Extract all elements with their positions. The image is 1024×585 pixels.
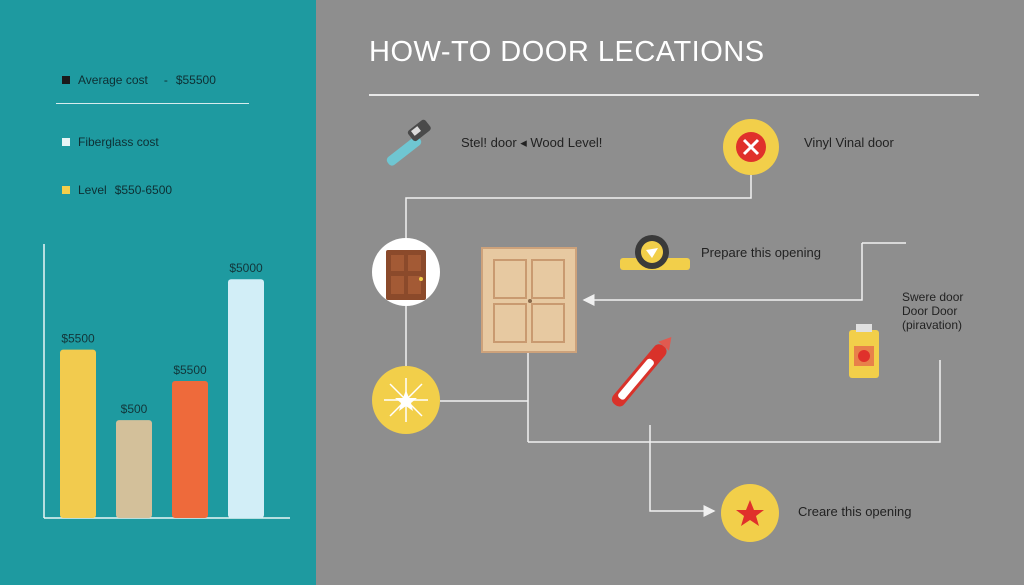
- door-icon: [372, 238, 440, 306]
- hammer-icon: [386, 119, 431, 166]
- legend-value: $55500: [175, 73, 216, 87]
- connector-star: [649, 425, 716, 517]
- label-create: Creare this opening: [798, 504, 912, 519]
- bar-3: [228, 279, 264, 518]
- connector-right-panel: [582, 243, 863, 306]
- close-circle-icon: [723, 119, 779, 175]
- star-icon: [721, 484, 779, 542]
- level-tag-icon: [849, 324, 879, 378]
- door-panel-icon: [481, 247, 577, 353]
- title-divider: [369, 94, 979, 96]
- legend-item-average: Average cost - $55500: [62, 72, 216, 88]
- connector-bottom-right: [528, 360, 941, 443]
- bar-value-label-1: $500: [121, 402, 148, 416]
- page-title: HOW-TO DOOR LECATIONS: [369, 36, 765, 68]
- legend-label: Fiberglass cost: [78, 135, 159, 149]
- label-swere-line2: Door Door: [902, 304, 958, 318]
- legend-sep: -: [163, 73, 168, 87]
- cost-bar-chart: $5500 $500 $5500 $5000: [43, 244, 290, 519]
- legend-label: Level: [78, 183, 107, 197]
- legend-swatch: [62, 76, 70, 84]
- label-swere-line3: (piravation): [902, 318, 963, 332]
- label-swere-line1: Swere door: [902, 290, 964, 304]
- label-swere: Swere door Door Door (piravation): [902, 290, 963, 332]
- bar-value-label-2: $5500: [173, 363, 207, 377]
- bar-0: [60, 349, 96, 518]
- bar-2: [172, 381, 208, 518]
- connectors: [405, 175, 941, 517]
- legend-item-level: Level $550-6500: [62, 182, 172, 198]
- legend-label: Average cost: [78, 73, 148, 87]
- bar-value-label-3: $5000: [229, 261, 263, 275]
- bar-1: [116, 420, 152, 518]
- bar-value-label-0: $5500: [61, 332, 95, 346]
- legend-swatch: [62, 186, 70, 194]
- connector-vinyl-door: [405, 175, 752, 238]
- label-prepare: Prepare this opening: [701, 245, 821, 260]
- legend-divider: [56, 103, 249, 104]
- legend-swatch: [62, 138, 70, 146]
- label-steel-wood: Stel! door ◂ Wood Level!: [461, 135, 603, 150]
- marker-icon: [611, 337, 672, 407]
- sparkle-icon: [372, 366, 440, 434]
- diagram-panel: [316, 0, 1024, 585]
- tape-measure-icon: [620, 235, 690, 270]
- legend-item-fiberglass: Fiberglass cost: [62, 134, 159, 150]
- label-vinyl: Vinyl Vinal door: [804, 135, 894, 150]
- legend-value: $550-6500: [114, 183, 173, 197]
